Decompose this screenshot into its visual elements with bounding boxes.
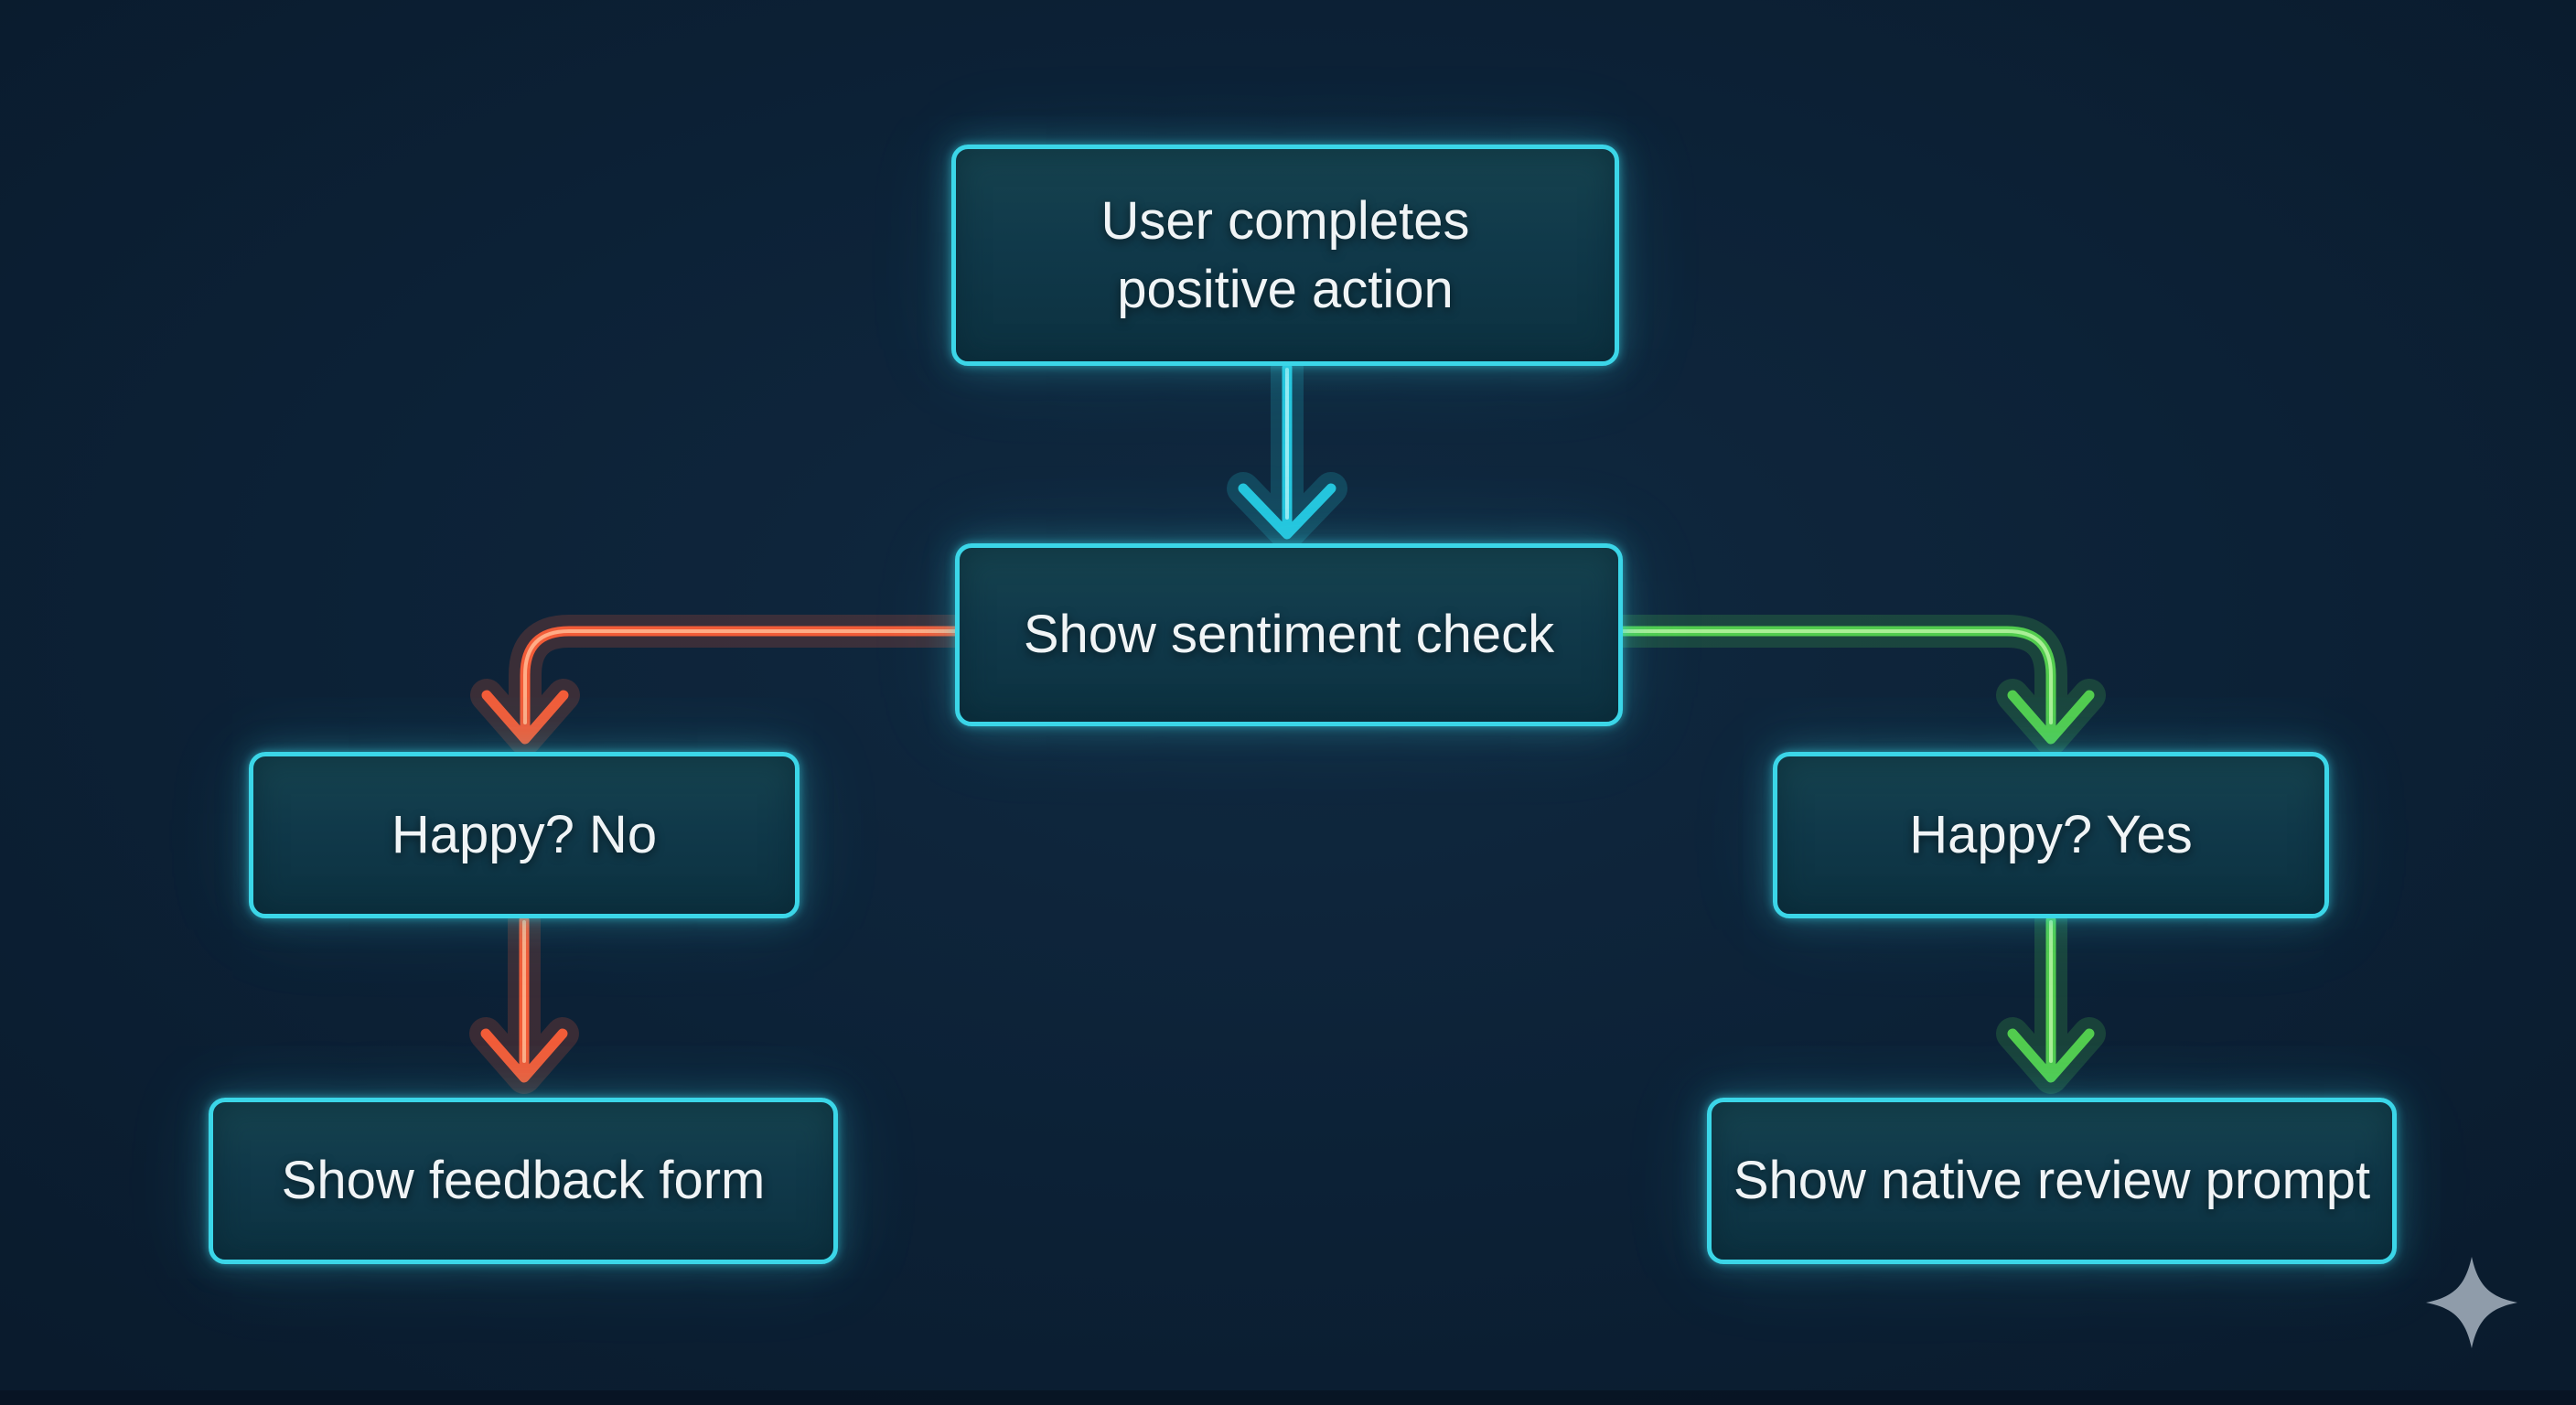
edge-sentiment-to-happy-no: [470, 615, 973, 756]
flow-node-start-label: User completes positive action: [1100, 190, 1470, 319]
flow-node-sentiment-check: Show sentiment check: [955, 543, 1623, 726]
flow-node-feedback-form: Show feedback form: [209, 1098, 838, 1264]
flow-node-sentiment-check-label: Show sentiment check: [1023, 605, 1555, 665]
flow-node-feedback-form-label: Show feedback form: [281, 1151, 766, 1211]
edge-sentiment-to-happy-yes: [1605, 615, 2106, 756]
arrowhead-down-icon: [2007, 690, 2095, 745]
flow-node-native-review-prompt: Show native review prompt: [1707, 1098, 2397, 1264]
flow-node-happy-yes: Happy? Yes: [1773, 752, 2329, 918]
arrowhead-down-icon: [480, 1028, 568, 1083]
arrowhead-down-icon: [2007, 1028, 2095, 1083]
flow-node-native-review-prompt-label: Show native review prompt: [1733, 1151, 2371, 1211]
flow-node-happy-yes-label: Happy? Yes: [1909, 805, 2193, 865]
edge-start-to-sentiment: [1227, 351, 1347, 551]
arrowhead-down-icon: [481, 690, 569, 745]
edge-happy-no-to-feedback: [469, 904, 579, 1094]
flow-node-happy-no: Happy? No: [249, 752, 800, 918]
edge-happy-yes-to-review: [1996, 904, 2106, 1094]
flow-node-happy-no-label: Happy? No: [391, 805, 658, 865]
arrowhead-down-icon: [1238, 483, 1336, 540]
flow-node-start: User completes positive action: [951, 145, 1619, 366]
